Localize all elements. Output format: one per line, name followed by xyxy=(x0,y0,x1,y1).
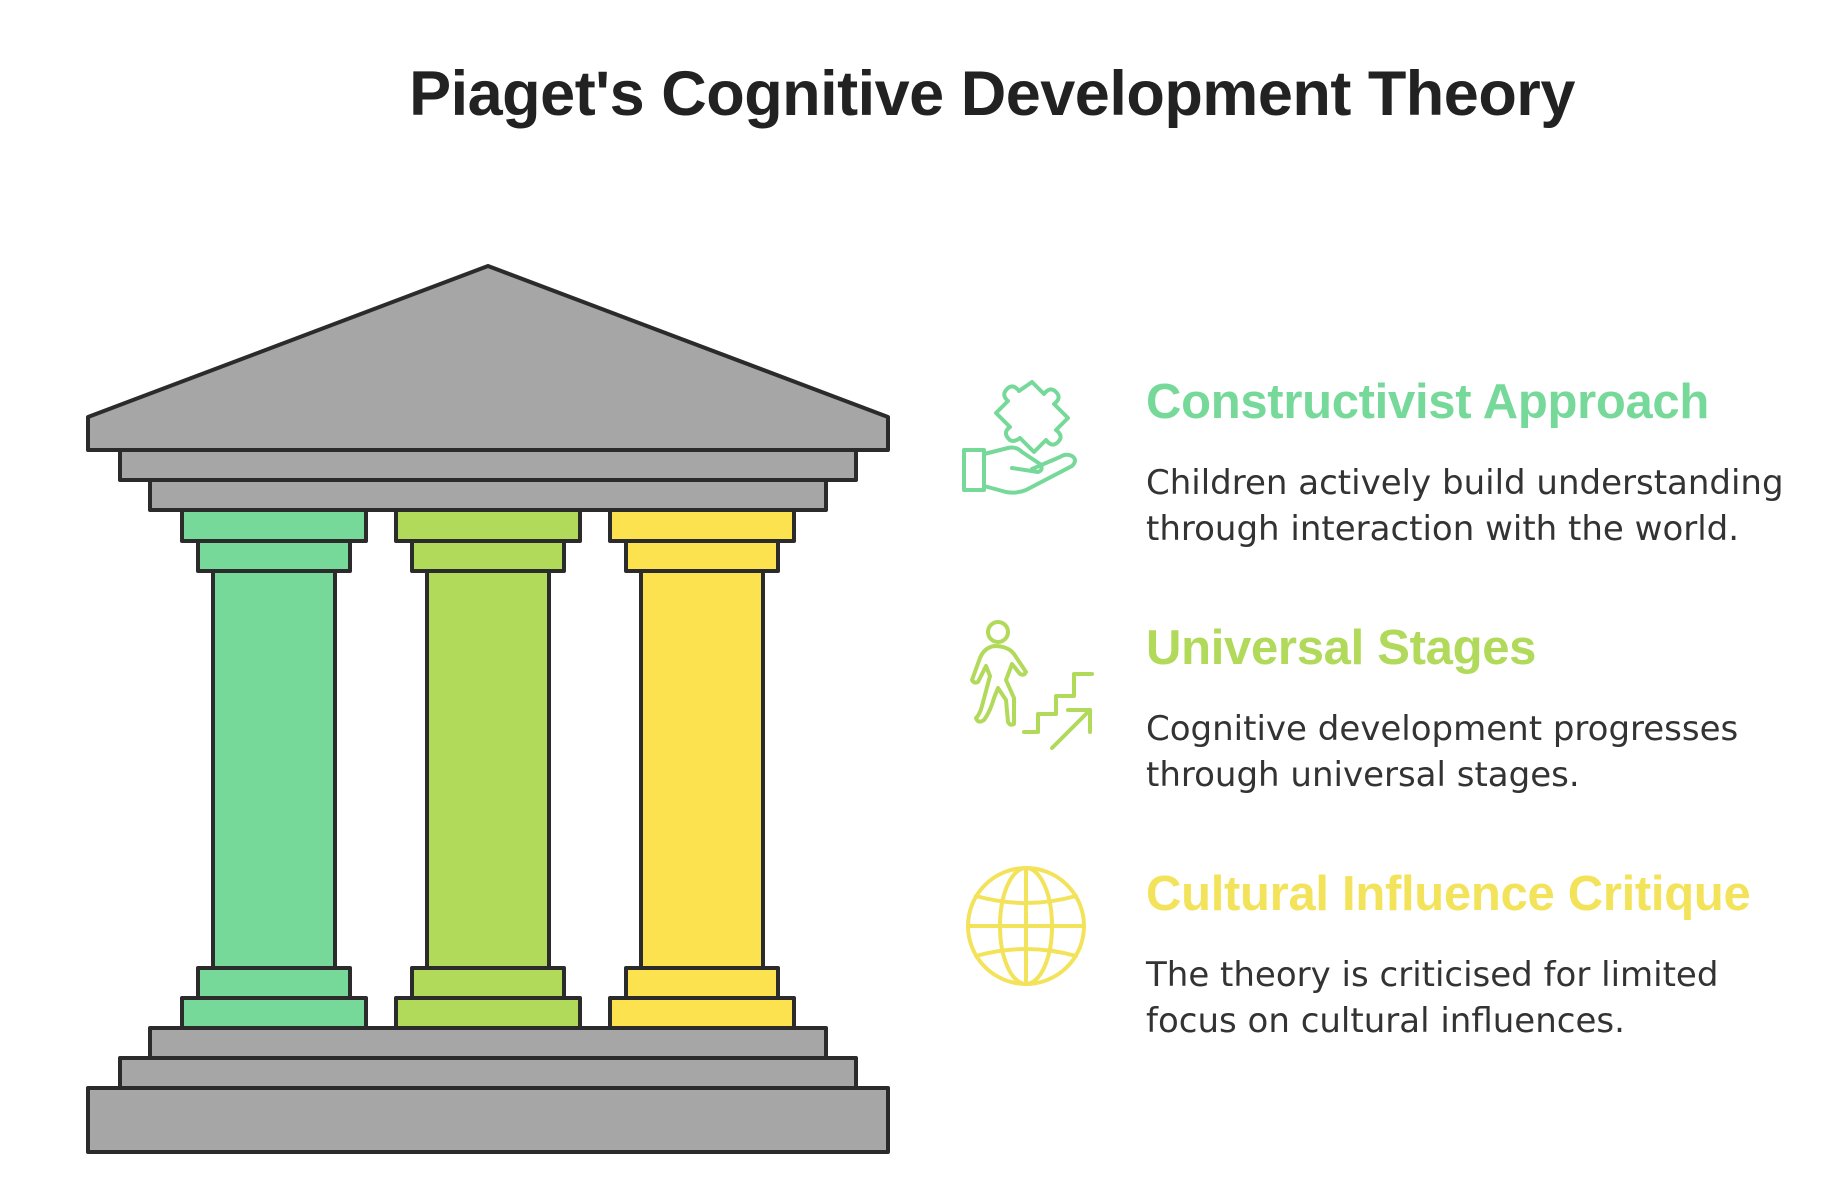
page-title: Piaget's Cognitive Development Theory xyxy=(409,59,1575,129)
temple-step-middle xyxy=(118,1056,858,1090)
temple-roof xyxy=(86,264,890,452)
temple-entablature-upper xyxy=(118,448,858,482)
item-description: Children actively build understanding th… xyxy=(1146,463,1784,549)
item-title: Cultural Influence Critique xyxy=(1146,867,1751,921)
item-description: The theory is criticised for limited foc… xyxy=(1146,955,1719,1041)
pillar-lime xyxy=(394,508,582,1030)
temple-step-bottom xyxy=(86,1086,890,1154)
temple-entablature-lower xyxy=(148,478,828,512)
temple-step-top xyxy=(148,1026,828,1060)
pillar-yellow xyxy=(608,508,796,1030)
item-description: Cognitive development progresses through… xyxy=(1146,709,1739,795)
globe-icon xyxy=(966,866,1086,986)
item-title: Constructivist Approach xyxy=(1146,375,1710,429)
puzzle-hand-icon xyxy=(962,380,1077,495)
stairs-climber-icon xyxy=(970,620,1094,750)
item-title: Universal Stages xyxy=(1146,621,1537,675)
pillar-green xyxy=(180,508,368,1030)
